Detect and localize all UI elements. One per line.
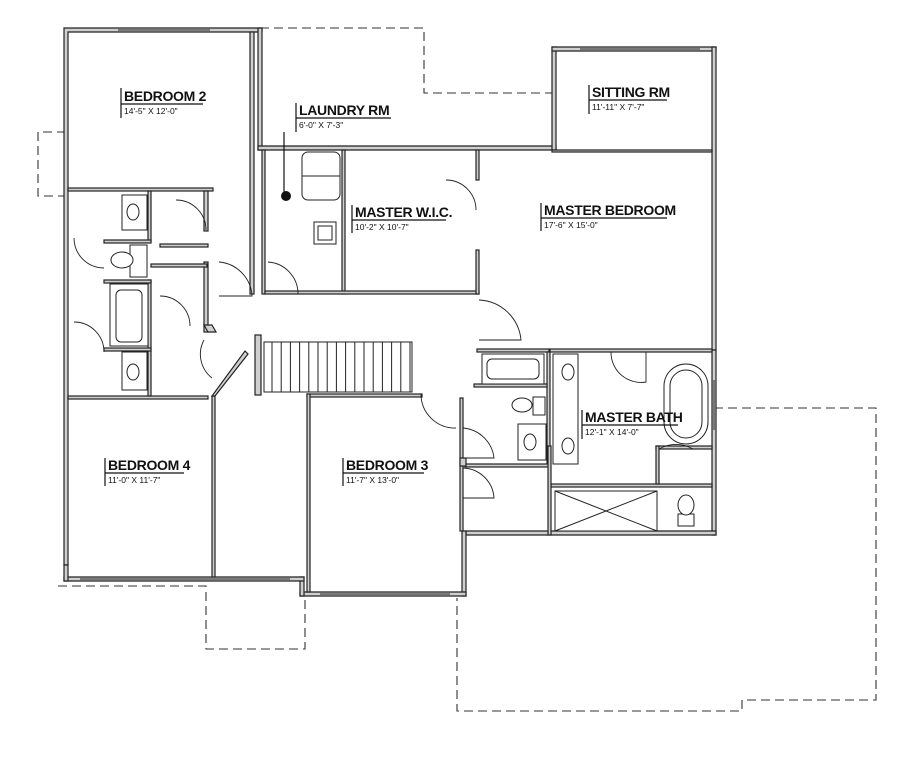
bedroom-2-name: BEDROOM 2 — [124, 88, 207, 104]
door-swings — [73, 179, 694, 499]
bedroom-3-dims: 11'-7" X 13'-0" — [346, 475, 399, 485]
master-bath-name: MASTER BATH — [585, 409, 683, 425]
laundry-room-name: LAUNDRY RM — [299, 102, 389, 118]
master-bedroom-dims: 17'-6" X 15'-0" — [544, 220, 598, 230]
sitting-room-dims: 11'-11" X 7'-7" — [592, 102, 644, 112]
master-bedroom-name: MASTER BEDROOM — [544, 202, 676, 218]
bedroom-4-name: BEDROOM 4 — [108, 457, 191, 473]
laundry-room-dims: 6'-0" X 7'-3" — [299, 120, 343, 130]
windows — [80, 29, 715, 595]
bedroom-3-name: BEDROOM 3 — [346, 457, 429, 473]
master-bath-dims: 12'-1" X 14'-0" — [585, 427, 639, 437]
bedroom-2-dims: 14'-5" X 12'-0" — [124, 106, 178, 116]
sitting-room-name: SITTING RM — [592, 84, 670, 100]
interior-walls — [67, 31, 713, 593]
bedroom-4-dims: 11'-0" X 11'-7" — [108, 475, 160, 485]
laundry-fixture-icon — [281, 191, 291, 201]
room-labels: BEDROOM 2 14'-5" X 12'-0" LAUNDRY RM 6'-… — [108, 84, 683, 485]
master-wic-dims: 10'-2" X 10'-7" — [355, 222, 409, 232]
label-lines — [104, 85, 678, 486]
stairs — [263, 341, 413, 393]
dashed-outlines — [37, 27, 877, 712]
fixtures — [109, 151, 709, 532]
exterior-walls — [63, 27, 717, 597]
master-wic-name: MASTER W.I.C. — [355, 204, 452, 220]
